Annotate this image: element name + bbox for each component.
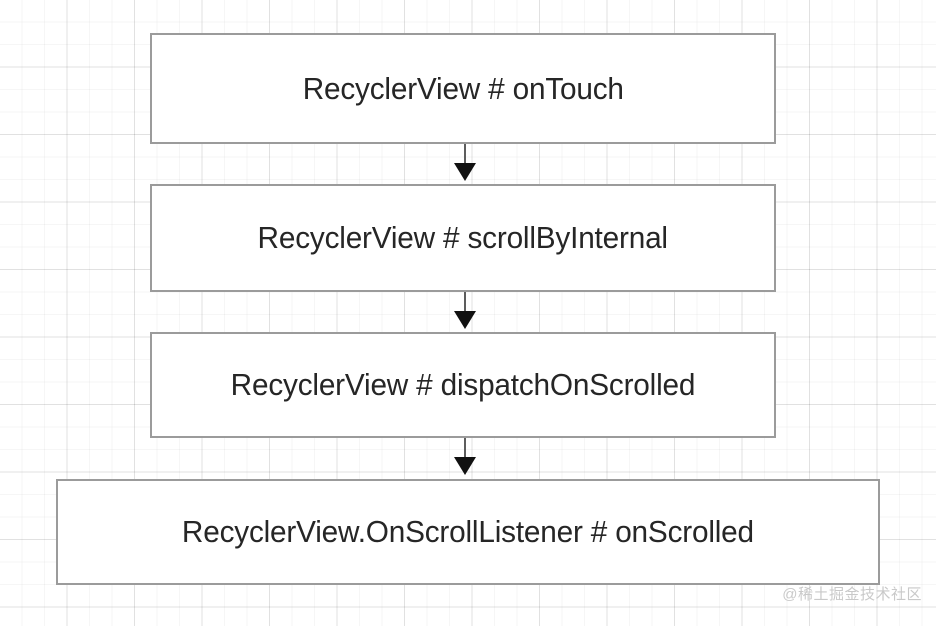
connector-line-1 <box>464 144 466 174</box>
connector-line-3 <box>464 438 466 468</box>
node-label: RecyclerView.OnScrollListener # onScroll… <box>182 514 754 550</box>
node-label: RecyclerView # onTouch <box>302 70 624 106</box>
flowchart-node-scrollByInternal[interactable]: RecyclerView # scrollByInternal <box>150 184 776 292</box>
watermark-text: @稀土掘金技术社区 <box>782 586 922 603</box>
flowchart-node-dispatchOnScrolled[interactable]: RecyclerView # dispatchOnScrolled <box>150 332 776 438</box>
node-label: RecyclerView # scrollByInternal <box>257 220 669 256</box>
connector-line-2 <box>464 292 466 322</box>
down-arrow-icon-2 <box>454 311 476 329</box>
node-label: RecyclerView # dispatchOnScrolled <box>230 367 696 403</box>
down-arrow-icon-1 <box>454 163 476 181</box>
down-arrow-icon-3 <box>454 457 476 475</box>
flowchart-node-onScrolled[interactable]: RecyclerView.OnScrollListener # onScroll… <box>56 479 880 585</box>
flowchart-node-onTouch[interactable]: RecyclerView # onTouch <box>150 33 776 144</box>
